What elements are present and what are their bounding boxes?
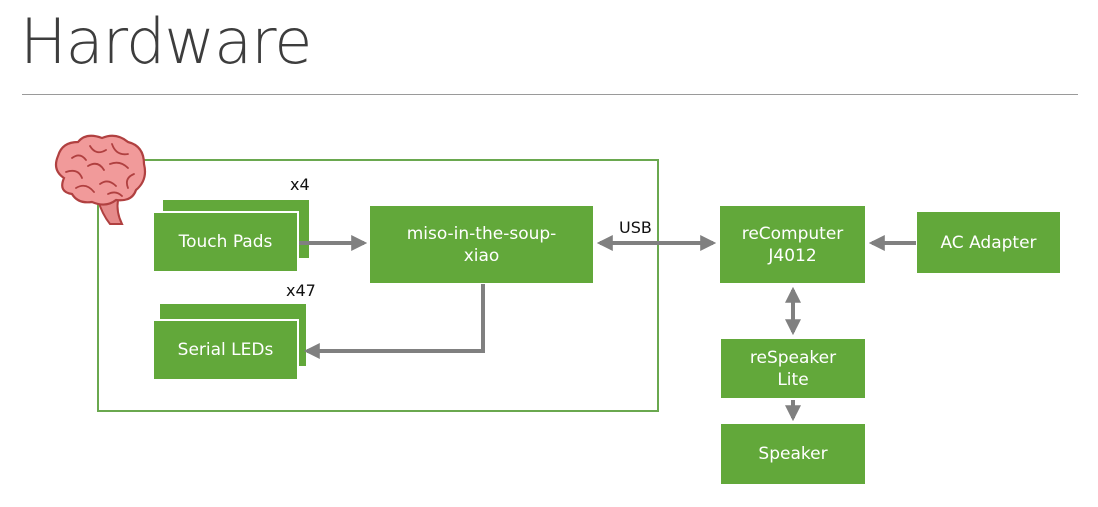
title-divider <box>22 94 1078 95</box>
speaker-label: Speaker <box>758 444 828 464</box>
brain-icon <box>54 134 147 225</box>
arrow-miso-to-leds <box>303 284 485 359</box>
miso-box: miso-in-the-soup- xiao <box>370 206 593 283</box>
recomputer-box: reComputer J4012 <box>720 206 865 283</box>
ac-adapter-label: AC Adapter <box>940 232 1037 253</box>
ac-adapter-box: AC Adapter <box>917 212 1060 273</box>
touch-pads-box: Touch Pads <box>152 211 299 273</box>
serial-leds-label: Serial LEDs <box>177 340 274 360</box>
device-enclosure <box>97 159 659 412</box>
touch-pads-label: Touch Pads <box>178 232 273 252</box>
miso-label: miso-in-the-soup- xiao <box>406 223 557 266</box>
respeaker-box: reSpeaker Lite <box>721 339 865 398</box>
usb-label: USB <box>619 218 652 237</box>
serial-leds-count: x47 <box>286 281 316 300</box>
speaker-box: Speaker <box>721 424 865 484</box>
respeaker-label: reSpeaker Lite <box>749 347 837 390</box>
touch-pads-count: x4 <box>290 175 310 194</box>
recomputer-label: reComputer J4012 <box>741 223 844 266</box>
serial-leds-box: Serial LEDs <box>152 319 299 381</box>
page-title: Hardware <box>20 5 312 78</box>
